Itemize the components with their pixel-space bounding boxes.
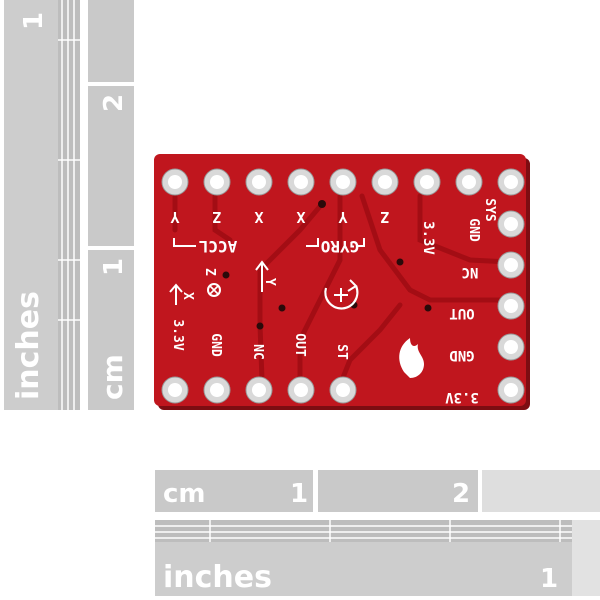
horizontal-inch-ruler: inches 1 (155, 520, 600, 596)
bottom-label-3v3: 3.3V (170, 319, 185, 350)
top-label-0: Y (170, 208, 179, 226)
horizontal-cm-number-1: 1 (290, 479, 308, 509)
horizontal-cm-label: cm (163, 479, 206, 509)
vertical-inch-ruler: inches 1 (4, 0, 80, 410)
vertical-inches-label: inches (11, 291, 46, 400)
vertical-inch-number: 1 (19, 12, 49, 30)
horizontal-cm-number-2: 2 (452, 479, 470, 509)
top-label-5: Z (380, 208, 389, 226)
right-header-pads (497, 210, 525, 404)
axis-z-label: Z (202, 268, 217, 276)
gyro-bracket (306, 238, 319, 247)
top-label-3: X (296, 208, 305, 226)
bottom-label-nc: NC (250, 344, 265, 360)
top-label-2: X (254, 208, 263, 226)
right-label-nc: NC (462, 264, 479, 280)
z-axis-circle-icon (207, 283, 221, 297)
top-supply-label: 3.3V (420, 221, 436, 255)
accl-label: ACCL (199, 237, 238, 256)
vertical-cm-number-1: 1 (99, 258, 129, 276)
horizontal-inch-number: 1 (540, 564, 558, 594)
vertical-cm-label: cm (96, 354, 129, 400)
horizontal-inches-label: inches (163, 560, 272, 595)
rotation-arrow-head-icon (347, 279, 358, 292)
y-axis-arrow-icon (255, 260, 269, 292)
rotation-plus-icon (334, 288, 348, 302)
bottom-label-st: ST (334, 344, 349, 360)
top-header-pads (161, 168, 525, 196)
bottom-label-gnd: GND (208, 333, 223, 357)
bottom-pin-labels: 3.3V GND NC OUT ST (170, 319, 349, 360)
right-label-sys: SYS (482, 198, 497, 222)
top-pin-labels: Y Z X X Y Z (170, 208, 389, 226)
axis-x-label: X (180, 292, 195, 300)
right-label-out: OUT (449, 305, 474, 321)
right-pin-labels: SYS GND NC OUT GND 3.3V (445, 198, 497, 405)
gyro-label: GYRO (321, 237, 360, 256)
vertical-cm-ruler: 2 1 cm (88, 0, 134, 410)
right-label-gnd: GND (449, 347, 474, 363)
axis-markers: Z Y X (169, 260, 359, 310)
axis-y-label: Y (262, 278, 277, 286)
bottom-label-out: OUT (292, 333, 307, 357)
z-axis-cross-icon (209, 285, 219, 295)
sparkfun-flame-logo-icon (399, 338, 424, 378)
bottom-header-pads (161, 376, 357, 404)
gyro-bracket-right (356, 238, 365, 247)
board-vias (222, 200, 432, 330)
horizontal-cm-ruler: cm 1 2 (155, 470, 600, 512)
rotation-arrow-icon (324, 285, 359, 310)
right-label-3v3: 3.3V (445, 389, 479, 405)
right-label-gnd-top: GND (466, 218, 481, 242)
accl-bracket (173, 238, 196, 247)
top-label-4: Y (338, 208, 347, 226)
board-traces (172, 193, 513, 383)
top-label-1: Z (212, 208, 221, 226)
sensor-breakout-board: Y Z X X Y Z ACCL GYRO 3.3V SYS GND NC OU… (154, 154, 530, 410)
vertical-cm-number-2: 2 (99, 94, 129, 112)
x-axis-arrow-icon (169, 283, 183, 305)
